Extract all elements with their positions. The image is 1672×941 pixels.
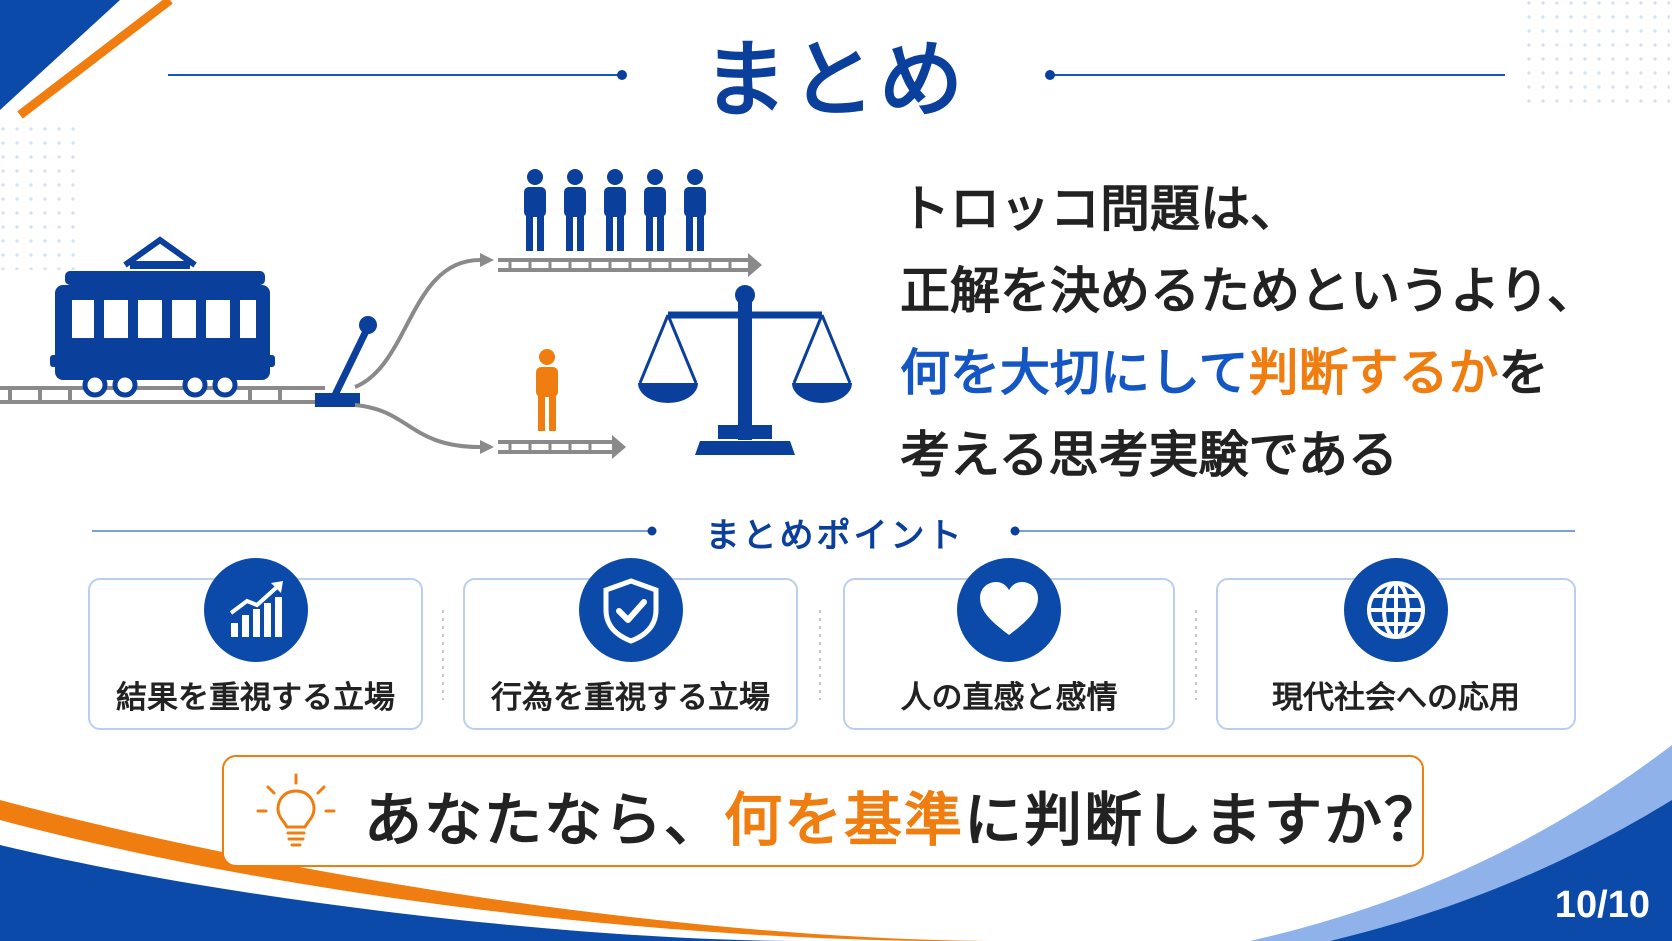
corner-navy-shape — [0, 0, 120, 110]
statement-blue-phrase: 何を大切にして — [900, 344, 1249, 402]
statement-orange-phrase: 判断するか — [1248, 344, 1499, 402]
question-highlight: 何を基準 — [724, 786, 965, 854]
corner-orange-stripe — [17, 0, 173, 119]
main-statement: トロッコ問題は、 正解を決めるためというより、 何を大切にして判断するかを 考え… — [900, 168, 1660, 496]
heart-icon — [957, 558, 1061, 662]
question-pre: あなたなら、 — [364, 786, 725, 854]
statement-line-3: 何を大切にして判断するかを — [900, 332, 1660, 414]
point-label-action: 行為を重視する立場 — [491, 680, 770, 716]
point-card-intuition: 人の直感と感情 — [843, 558, 1175, 730]
page-title: まとめ — [702, 31, 967, 129]
five-people-icon — [524, 169, 706, 251]
trolley-illustration — [0, 169, 852, 459]
globe-icon — [1344, 558, 1448, 662]
lever-icon — [315, 316, 377, 407]
bottom-navy-wave — [0, 845, 800, 941]
balance-scale-icon — [638, 285, 852, 455]
lightbulb-icon — [256, 773, 336, 847]
closing-question-box: あなたなら、何を基準に判断しますか？ — [222, 755, 1442, 867]
statement-line-2: 正解を決めるためというより、 — [900, 262, 1597, 320]
points-heading: まとめポイント — [705, 516, 965, 556]
point-card-outcome: 結果を重視する立場 — [88, 558, 423, 730]
point-card-action: 行為を重視する立場 — [463, 558, 798, 730]
point-label-intuition: 人の直感と感情 — [900, 680, 1118, 716]
bottom-right-navy-wave — [1330, 800, 1672, 941]
main-track — [0, 386, 325, 404]
statement-line-3-tail: を — [1498, 344, 1549, 402]
trolley-icon — [50, 236, 275, 398]
chart-up-icon — [203, 558, 308, 662]
statement-line-1: トロッコ問題は、 — [900, 180, 1300, 238]
point-label-application: 現代社会への応用 — [1272, 680, 1520, 716]
upper-track — [498, 253, 762, 277]
statement-line-4: 考える思考実験である — [900, 426, 1398, 484]
shield-check-icon — [578, 558, 683, 662]
lower-track — [498, 435, 626, 459]
question-post: に判断しますか？ — [964, 786, 1445, 854]
page-number: 10/10 — [1554, 884, 1650, 926]
point-label-outcome: 結果を重視する立場 — [116, 680, 395, 716]
point-card-application: 現代社会への応用 — [1216, 558, 1576, 730]
closing-question-text: あなたなら、何を基準に判断しますか？ — [364, 773, 1444, 857]
one-person-icon — [536, 349, 558, 431]
